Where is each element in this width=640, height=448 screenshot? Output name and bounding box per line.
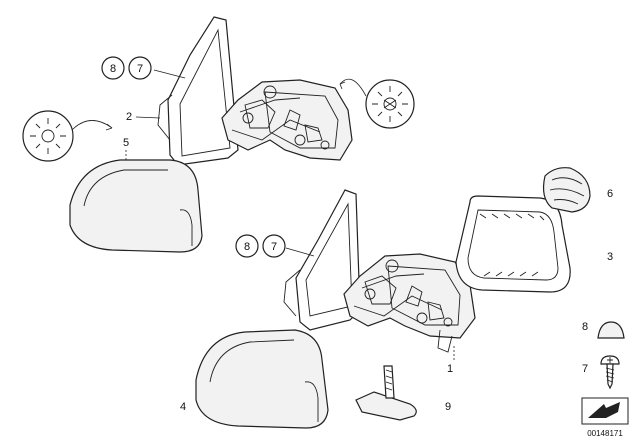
callout-7-right: 7 (582, 363, 588, 375)
callout-5: 5 (123, 137, 129, 149)
callout-3: 3 (607, 251, 613, 263)
callout-1: 1 (447, 363, 453, 375)
callout-6: 6 (607, 188, 613, 200)
upper-mirror-base (157, 16, 239, 166)
callout-9: 9 (445, 401, 451, 413)
clip-part (355, 365, 417, 421)
callout-8-upper: 8 (101, 56, 125, 80)
upper-cover-cap (69, 159, 203, 253)
upper-left-heater-pad (22, 110, 113, 162)
cap-part (597, 321, 625, 339)
callout-7-lower: 7 (262, 234, 286, 258)
lower-mirror-mechanism (343, 253, 476, 353)
svg-text:7: 7 (137, 63, 143, 75)
upper-mirror-mechanism (221, 79, 353, 161)
callout-2: 2 (126, 111, 132, 123)
mirror-motor (542, 167, 591, 213)
svg-text:8: 8 (110, 63, 116, 75)
callout-4: 4 (180, 401, 186, 413)
callout-8-lower: 8 (235, 234, 259, 258)
doc-stamp-icon (581, 397, 629, 425)
callout-7-upper: 7 (128, 56, 152, 80)
svg-text:7: 7 (271, 241, 277, 253)
lower-cover-cap (195, 329, 329, 429)
upper-heater-pad (339, 78, 415, 129)
doc-id: 00148171 (587, 429, 623, 438)
svg-text:8: 8 (244, 241, 250, 253)
screw-part (600, 355, 620, 390)
mirror-glass-frame (455, 195, 571, 293)
callout-8-right: 8 (582, 321, 588, 333)
